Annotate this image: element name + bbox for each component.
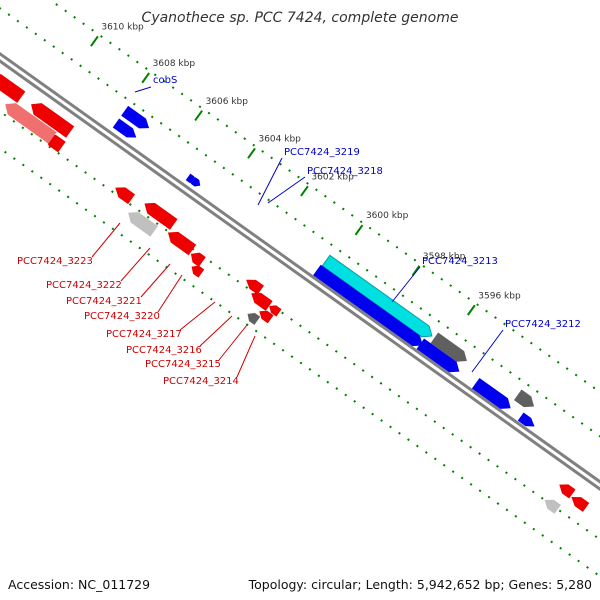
gene-label-PCC7424_3214: PCC7424_3214 bbox=[163, 376, 239, 387]
gene-PCC7424_3212 bbox=[416, 338, 460, 373]
gene-reverse-faded bbox=[5, 103, 57, 144]
gene-PCC7424_3215 bbox=[259, 310, 274, 324]
gene-pseudogene bbox=[430, 332, 467, 362]
label-leader bbox=[391, 266, 421, 303]
tick-label: 3598 kbp bbox=[423, 252, 466, 262]
tick-mark bbox=[194, 110, 203, 122]
gene-label-PCC7424_3217: PCC7424_3217 bbox=[106, 329, 182, 340]
gene-rna bbox=[544, 499, 561, 514]
gene-label-PCC7424_3216: PCC7424_3216 bbox=[126, 345, 202, 356]
gene-cobS bbox=[121, 105, 150, 129]
tick-mark bbox=[141, 72, 150, 84]
tick-mark bbox=[300, 185, 309, 197]
topology-footer: Topology: circular; Length: 5,942,652 bp… bbox=[249, 577, 592, 592]
backbone-line-upper bbox=[0, 51, 600, 484]
tick-label: 3608 kbp bbox=[153, 59, 196, 69]
gene-label-PCC7424_3213: PCC7424_3213 bbox=[422, 256, 498, 267]
label-leader bbox=[257, 157, 283, 206]
backbone-line-lower bbox=[0, 59, 600, 491]
gene-reverse bbox=[571, 496, 590, 512]
gene-label-PCC7424_3212: PCC7424_3212 bbox=[505, 319, 581, 330]
gene-label-PCC7424_3222: PCC7424_3222 bbox=[46, 280, 122, 291]
tick-label: 3604 kbp bbox=[258, 135, 301, 145]
gene-label-PCC7424_3220: PCC7424_3220 bbox=[84, 311, 160, 322]
tick-mark bbox=[354, 224, 364, 236]
tick-mark bbox=[90, 35, 99, 47]
gene-pseudogene bbox=[513, 389, 535, 408]
accession-value: NC_011729 bbox=[78, 577, 151, 592]
tick-label: 3600 kbp bbox=[366, 211, 409, 221]
gene-reverse bbox=[191, 265, 205, 278]
gene-label-PCC7424_3215: PCC7424_3215 bbox=[145, 359, 221, 370]
gene-reverse bbox=[0, 74, 26, 103]
label-leader bbox=[157, 274, 183, 313]
label-leader bbox=[91, 222, 121, 258]
gene-label-PCC7424_3219: PCC7424_3219 bbox=[284, 147, 360, 158]
label-leader bbox=[120, 247, 151, 282]
tick-label: 3602 kbp bbox=[311, 172, 354, 182]
gene-PCC7424_3221 bbox=[167, 231, 197, 256]
accession-footer: Accession: NC_011729 bbox=[8, 577, 150, 592]
gene-reverse bbox=[269, 305, 282, 317]
label-leader bbox=[236, 335, 256, 378]
gene-reverse bbox=[31, 103, 75, 138]
gene-reverse bbox=[559, 484, 576, 499]
label-leader bbox=[471, 329, 504, 373]
tick-mark bbox=[247, 147, 256, 159]
tick-label: 3610 kbp bbox=[101, 22, 144, 32]
accession-label: Accession: bbox=[8, 577, 75, 592]
gene-forward bbox=[313, 264, 423, 347]
gene-forward bbox=[517, 412, 535, 427]
tick-label: 3596 kbp bbox=[478, 291, 521, 301]
gene-label-PCC7424_3218: PCC7424_3218 bbox=[307, 166, 383, 177]
gene-PCC7424_3220 bbox=[190, 252, 206, 267]
gene-label-PCC7424_3221: PCC7424_3221 bbox=[66, 296, 142, 307]
tick-mark bbox=[411, 265, 421, 277]
gene-forward bbox=[471, 377, 511, 409]
gene-label-PCC7424_3223: PCC7424_3223 bbox=[17, 256, 93, 267]
ruler-outer bbox=[48, 0, 600, 394]
gene-forward-small bbox=[190, 177, 201, 187]
label-leader bbox=[140, 263, 171, 298]
label-leader bbox=[199, 315, 233, 347]
gene-PCC7424_3217 bbox=[246, 279, 264, 295]
gene-label-cobS: cobS bbox=[153, 75, 177, 86]
ruler-reverse-outer bbox=[0, 147, 600, 578]
gene-rna bbox=[128, 212, 158, 237]
map-title: Cyanothece sp. PCC 7424, complete genome bbox=[141, 10, 459, 26]
label-leader bbox=[267, 176, 306, 204]
gene-PCC7424_3222 bbox=[144, 202, 178, 230]
gene-forward bbox=[112, 118, 137, 138]
label-leader bbox=[218, 324, 248, 361]
topology-text: Topology: circular; Length: 5,942,652 bp… bbox=[248, 577, 592, 592]
gene-PCC7424_3223 bbox=[115, 187, 136, 205]
label-leader bbox=[179, 301, 216, 331]
tick-label: 3606 kbp bbox=[206, 97, 249, 107]
gene-PCC7424_3216 bbox=[251, 292, 273, 311]
gene-PCC7424_3214 bbox=[247, 312, 261, 325]
tick-mark bbox=[467, 304, 476, 316]
label-leader bbox=[134, 86, 152, 93]
